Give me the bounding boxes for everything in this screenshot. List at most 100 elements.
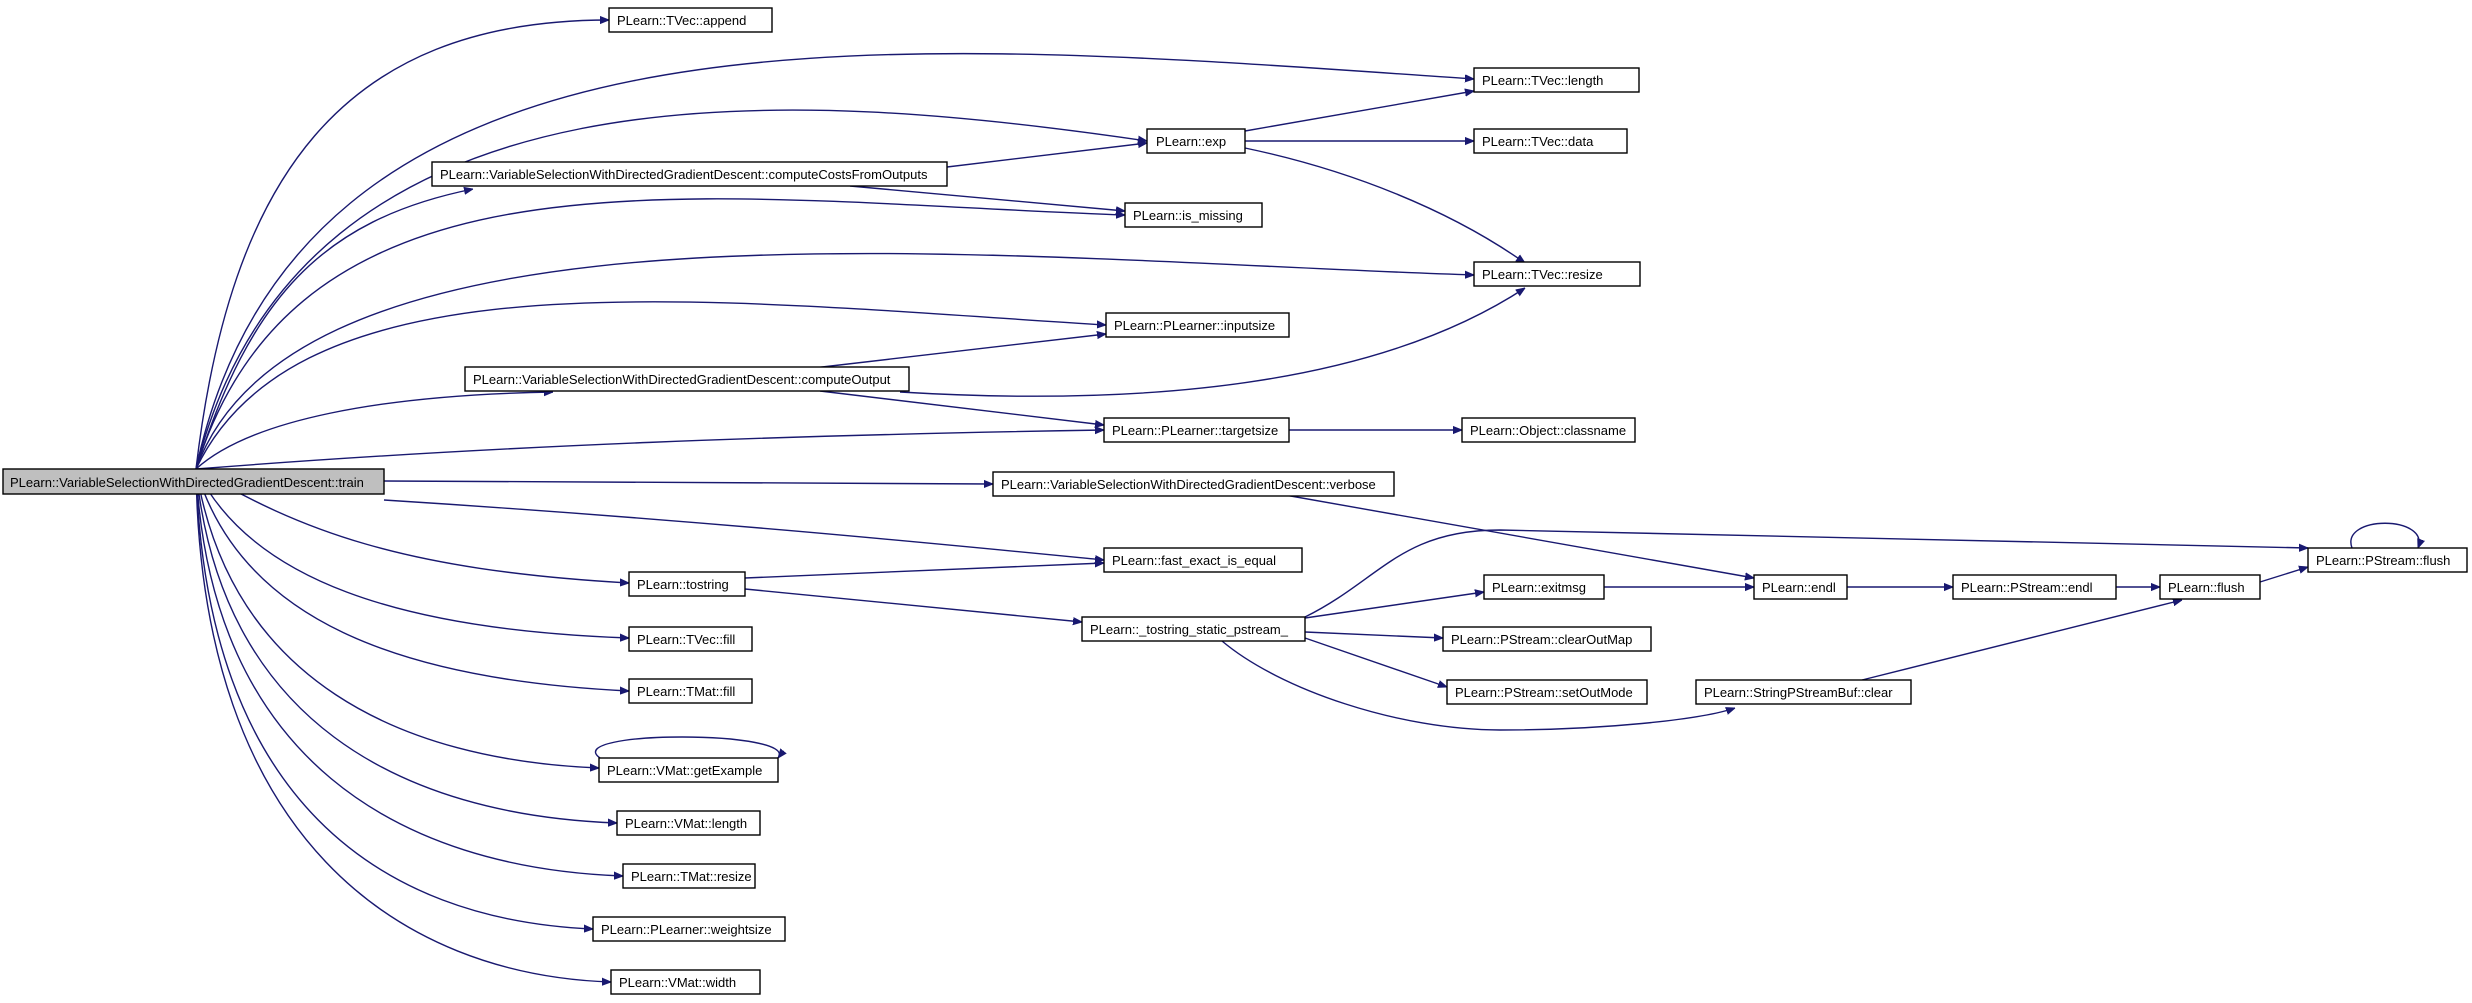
edge-train-getExample bbox=[195, 468, 599, 768]
node-setOutMode[interactable]: PLearn::PStream::setOutMode bbox=[1446, 679, 1648, 705]
edge-tostring-tostring-static bbox=[744, 588, 1082, 622]
node-tostring[interactable]: PLearn::tostring bbox=[628, 571, 746, 597]
node-inputsize[interactable]: PLearn::PLearner::inputsize bbox=[1105, 312, 1290, 338]
edge-train-targetsize bbox=[195, 430, 1104, 470]
edge-train-verbose bbox=[383, 481, 993, 484]
node-pstream-endl[interactable]: PLearn::PStream::endl bbox=[1952, 574, 2117, 600]
node-computeCosts[interactable]: PLearn::VariableSelectionWithDirectedGra… bbox=[431, 161, 948, 187]
edge-computeOutput-tvec-resize bbox=[899, 288, 1525, 397]
svg-text:PLearn::TVec::resize: PLearn::TVec::resize bbox=[1482, 267, 1603, 282]
edge-train-append bbox=[195, 20, 609, 470]
node-weightsize[interactable]: PLearn::PLearner::weightsize bbox=[592, 916, 786, 942]
node-train[interactable]: PLearn::VariableSelectionWithDirectedGra… bbox=[2, 468, 385, 495]
node-append[interactable]: PLearn::TVec::append bbox=[608, 7, 773, 33]
node-vmat-length[interactable]: PLearn::VMat::length bbox=[616, 810, 761, 836]
call-graph-nodes: PLearn::VariableSelectionWithDirectedGra… bbox=[2, 7, 2468, 995]
edge-train-tmat-resize bbox=[195, 468, 623, 876]
svg-text:PLearn::_tostring_static_pstre: PLearn::_tostring_static_pstream_ bbox=[1090, 622, 1289, 637]
svg-text:PLearn::PLearner::targetsize: PLearn::PLearner::targetsize bbox=[1112, 423, 1278, 438]
node-exp[interactable]: PLearn::exp bbox=[1146, 128, 1246, 154]
svg-text:PLearn::VariableSelectionWithD: PLearn::VariableSelectionWithDirectedGra… bbox=[10, 475, 364, 490]
edge-train-inputsize bbox=[195, 301, 1106, 470]
svg-text:PLearn::PStream::flush: PLearn::PStream::flush bbox=[2316, 553, 2450, 568]
svg-text:PLearn::PLearner::inputsize: PLearn::PLearner::inputsize bbox=[1114, 318, 1275, 333]
edge-train-weightsize bbox=[195, 468, 593, 929]
edge-train-fast-exact bbox=[383, 499, 1104, 560]
node-tvec-resize[interactable]: PLearn::TVec::resize bbox=[1473, 261, 1641, 287]
node-endl[interactable]: PLearn::endl bbox=[1753, 574, 1848, 600]
svg-text:PLearn::PStream::endl: PLearn::PStream::endl bbox=[1961, 580, 2093, 595]
node-classname[interactable]: PLearn::Object::classname bbox=[1461, 417, 1636, 443]
svg-text:PLearn::TVec::fill: PLearn::TVec::fill bbox=[637, 632, 735, 647]
svg-text:PLearn::VariableSelectionWithD: PLearn::VariableSelectionWithDirectedGra… bbox=[440, 167, 928, 182]
node-computeOutput[interactable]: PLearn::VariableSelectionWithDirectedGra… bbox=[464, 366, 910, 392]
edge-train-tvec-fill bbox=[195, 468, 629, 638]
node-tvec-data[interactable]: PLearn::TVec::data bbox=[1473, 128, 1628, 154]
svg-text:PLearn::StringPStreamBuf::clea: PLearn::StringPStreamBuf::clear bbox=[1704, 685, 1893, 700]
edge-train-computeOutput bbox=[195, 392, 553, 470]
edge-train-tvec-resize bbox=[195, 252, 1474, 470]
edge-train-vmat-length bbox=[195, 468, 617, 823]
edge-train-tvec-length bbox=[195, 52, 1474, 470]
svg-text:PLearn::is_missing: PLearn::is_missing bbox=[1133, 208, 1243, 223]
node-fast-exact[interactable]: PLearn::fast_exact_is_equal bbox=[1103, 547, 1303, 573]
edge-spsb-clear-flush bbox=[1861, 600, 2182, 681]
node-tvec-fill[interactable]: PLearn::TVec::fill bbox=[628, 626, 753, 652]
svg-text:PLearn::VMat::width: PLearn::VMat::width bbox=[619, 975, 736, 990]
edge-computeCosts-exp bbox=[946, 143, 1147, 168]
svg-text:PLearn::VMat::length: PLearn::VMat::length bbox=[625, 816, 747, 831]
svg-text:PLearn::flush: PLearn::flush bbox=[2168, 580, 2245, 595]
node-pstream-flush[interactable]: PLearn::PStream::flush bbox=[2307, 547, 2468, 573]
node-is-missing[interactable]: PLearn::is_missing bbox=[1124, 202, 1263, 228]
svg-text:PLearn::TMat::resize: PLearn::TMat::resize bbox=[631, 869, 752, 884]
node-tmat-fill[interactable]: PLearn::TMat::fill bbox=[628, 678, 753, 704]
node-getExample[interactable]: PLearn::VMat::getExample bbox=[598, 757, 779, 783]
svg-text:PLearn::TVec::data: PLearn::TVec::data bbox=[1482, 134, 1594, 149]
svg-text:PLearn::PStream::clearOutMap: PLearn::PStream::clearOutMap bbox=[1451, 632, 1632, 647]
edge-train-vmat-width bbox=[195, 468, 611, 982]
edge-train-computeCosts bbox=[195, 189, 473, 470]
svg-text:PLearn::TVec::length: PLearn::TVec::length bbox=[1482, 73, 1603, 88]
svg-text:PLearn::TMat::fill: PLearn::TMat::fill bbox=[637, 684, 735, 699]
edge-tostring-static-spsb-clear bbox=[1221, 640, 1735, 731]
edge-train-tmat-fill bbox=[195, 468, 629, 691]
edge-pstream-flush-self bbox=[2350, 522, 2419, 548]
edge-tostring-static-clearOutMap bbox=[1304, 631, 1443, 638]
node-tvec-length[interactable]: PLearn::TVec::length bbox=[1473, 67, 1640, 93]
svg-text:PLearn::PStream::setOutMode: PLearn::PStream::setOutMode bbox=[1455, 685, 1633, 700]
edge-flush-pstream-flush bbox=[2259, 567, 2308, 583]
svg-text:PLearn::VMat::getExample: PLearn::VMat::getExample bbox=[607, 763, 762, 778]
node-vmat-width[interactable]: PLearn::VMat::width bbox=[610, 969, 761, 995]
edge-exp-tvec-length bbox=[1244, 91, 1474, 132]
edge-verbose-endl bbox=[1284, 494, 1754, 578]
node-tmat-resize[interactable]: PLearn::TMat::resize bbox=[622, 863, 756, 889]
edge-tostring-static-exitmsg bbox=[1304, 592, 1484, 619]
svg-text:PLearn::exitmsg: PLearn::exitmsg bbox=[1492, 580, 1586, 595]
edge-exp-tvec-resize bbox=[1244, 147, 1525, 263]
edge-getExample-self bbox=[595, 736, 779, 758]
node-flush[interactable]: PLearn::flush bbox=[2159, 574, 2261, 600]
edge-computeOutput-targetsize bbox=[819, 390, 1104, 425]
svg-text:PLearn::Object::classname: PLearn::Object::classname bbox=[1470, 423, 1626, 438]
svg-text:PLearn::tostring: PLearn::tostring bbox=[637, 577, 729, 592]
svg-text:PLearn::VariableSelectionWithD: PLearn::VariableSelectionWithDirectedGra… bbox=[473, 372, 891, 387]
node-tostring-static[interactable]: PLearn::_tostring_static_pstream_ bbox=[1081, 616, 1306, 642]
edge-train-is-missing bbox=[195, 198, 1125, 470]
svg-text:PLearn::exp: PLearn::exp bbox=[1156, 134, 1226, 149]
edge-tostring-static-pstream-flush bbox=[1304, 529, 2308, 618]
edge-train-exp bbox=[195, 109, 1147, 470]
svg-text:PLearn::endl: PLearn::endl bbox=[1762, 580, 1836, 595]
edge-tostring-static-setOutMode bbox=[1304, 637, 1447, 687]
edge-computeOutput-inputsize bbox=[804, 334, 1106, 370]
svg-text:PLearn::VariableSelectionWithD: PLearn::VariableSelectionWithDirectedGra… bbox=[1001, 477, 1376, 492]
svg-text:PLearn::PLearner::weightsize: PLearn::PLearner::weightsize bbox=[601, 922, 772, 937]
node-verbose[interactable]: PLearn::VariableSelectionWithDirectedGra… bbox=[992, 471, 1395, 497]
node-targetsize[interactable]: PLearn::PLearner::targetsize bbox=[1103, 417, 1290, 443]
edge-tostring-fast-exact bbox=[744, 563, 1104, 579]
node-clearOutMap[interactable]: PLearn::PStream::clearOutMap bbox=[1442, 626, 1652, 652]
svg-text:PLearn::fast_exact_is_equal: PLearn::fast_exact_is_equal bbox=[1112, 553, 1276, 568]
node-spsb-clear[interactable]: PLearn::StringPStreamBuf::clear bbox=[1695, 679, 1912, 705]
edge-computeCosts-is-missing bbox=[849, 185, 1125, 211]
node-exitmsg[interactable]: PLearn::exitmsg bbox=[1483, 574, 1605, 600]
